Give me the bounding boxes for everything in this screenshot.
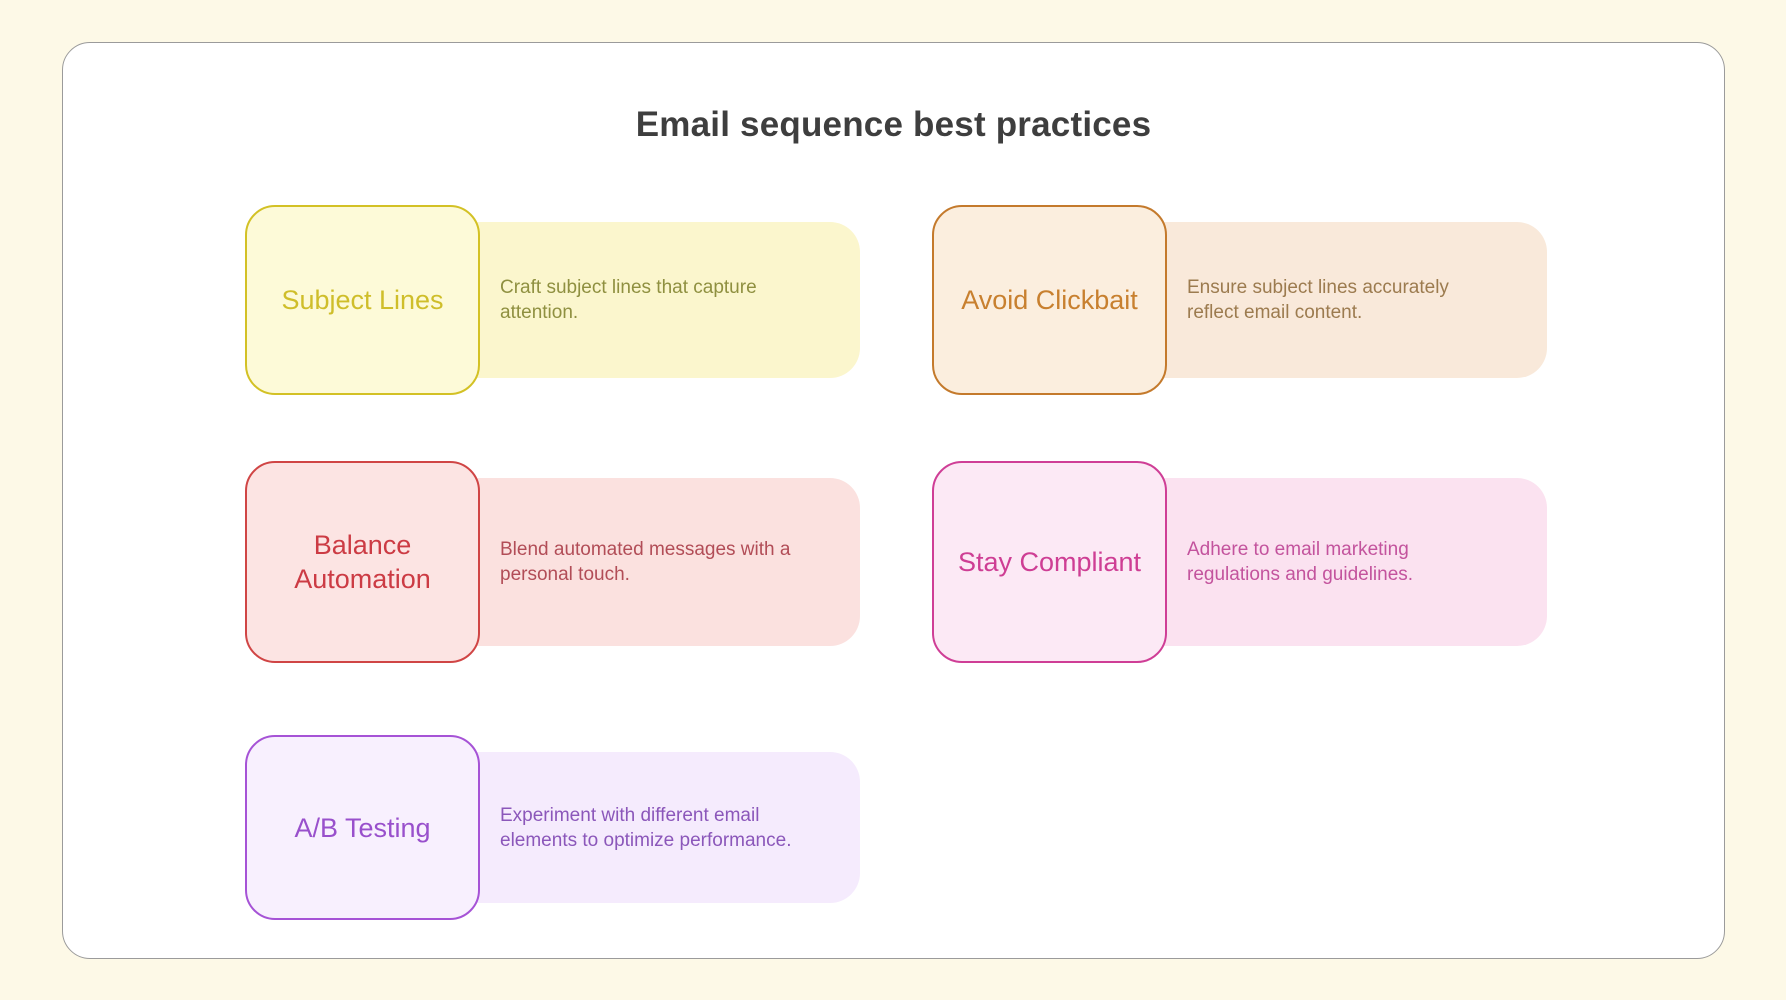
- card-avoid-clickbait-label: Avoid Clickbait: [961, 285, 1138, 315]
- card-balance-automation: Blend automated messages with a personal…: [245, 461, 905, 663]
- card-avoid-clickbait-description: Ensure subject lines accurately reflect …: [1187, 277, 1449, 323]
- card-avoid-clickbait-description-box[interactable]: Ensure subject lines accurately reflect …: [1137, 222, 1547, 378]
- card-avoid-clickbait-title-box[interactable]: Avoid Clickbait: [932, 205, 1167, 395]
- card-avoid-clickbait: Ensure subject lines accurately reflect …: [932, 205, 1592, 395]
- card-stay-compliant-title-box[interactable]: Stay Compliant: [932, 461, 1167, 663]
- card-subject-lines-description: Craft subject lines that capture attenti…: [500, 277, 757, 323]
- card-ab-testing-description: Experiment with different email elements…: [500, 804, 792, 851]
- card-ab-testing-label: A/B Testing: [294, 812, 431, 843]
- card-ab-testing-description-box[interactable]: Experiment with different email elements…: [450, 752, 860, 903]
- card-stay-compliant-description-box[interactable]: Adhere to email marketing regulations an…: [1137, 478, 1547, 646]
- card-subject-lines-description-box[interactable]: Craft subject lines that capture attenti…: [450, 222, 860, 378]
- card-subject-lines-title-box[interactable]: Subject Lines: [245, 205, 480, 395]
- card-balance-automation-description: Blend automated messages with a personal…: [500, 539, 791, 585]
- card-balance-automation-title-box[interactable]: Balance Automation: [245, 461, 480, 663]
- card-balance-automation-description-box[interactable]: Blend automated messages with a personal…: [450, 478, 860, 646]
- page-title: Email sequence best practices: [635, 105, 1152, 144]
- card-stay-compliant-description: Adhere to email marketing regulations an…: [1187, 539, 1414, 585]
- card-stay-compliant-label: Stay Compliant: [957, 547, 1142, 577]
- card-ab-testing-title-box[interactable]: A/B Testing: [245, 735, 480, 920]
- card-subject-lines: Craft subject lines that capture attenti…: [245, 205, 905, 395]
- card-stay-compliant: Adhere to email marketing regulations an…: [932, 461, 1592, 663]
- card-subject-lines-label: Subject Lines: [281, 285, 444, 315]
- card-ab-testing: Experiment with different email elements…: [245, 735, 905, 920]
- card-balance-automation-label: Balance Automation: [294, 530, 431, 594]
